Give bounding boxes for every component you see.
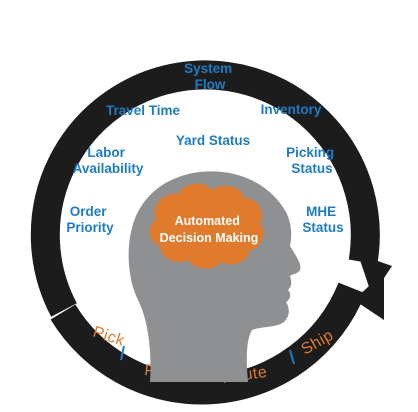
stage-separator — [120, 345, 125, 361]
brain-icon — [149, 183, 264, 269]
factor-picking-status: Picking Status — [286, 145, 338, 176]
factor-mhe-status: MHE Status — [302, 204, 343, 235]
factor-travel-time: Travel Time — [106, 103, 181, 118]
factor-system-flow: System Flow — [184, 61, 236, 92]
decision-factors: System Flow Travel Time Inventory Yard S… — [66, 61, 343, 235]
factor-order-priority: Order Priority — [66, 204, 114, 235]
execution-ring — [30, 60, 392, 405]
factor-inventory: Inventory — [261, 102, 322, 117]
brain-label: Automated Decision Making — [160, 214, 259, 245]
factor-yard-status: Yard Status — [176, 133, 250, 148]
factor-labor-availability: Labor Availability — [73, 145, 144, 176]
stage-separator — [289, 349, 295, 365]
